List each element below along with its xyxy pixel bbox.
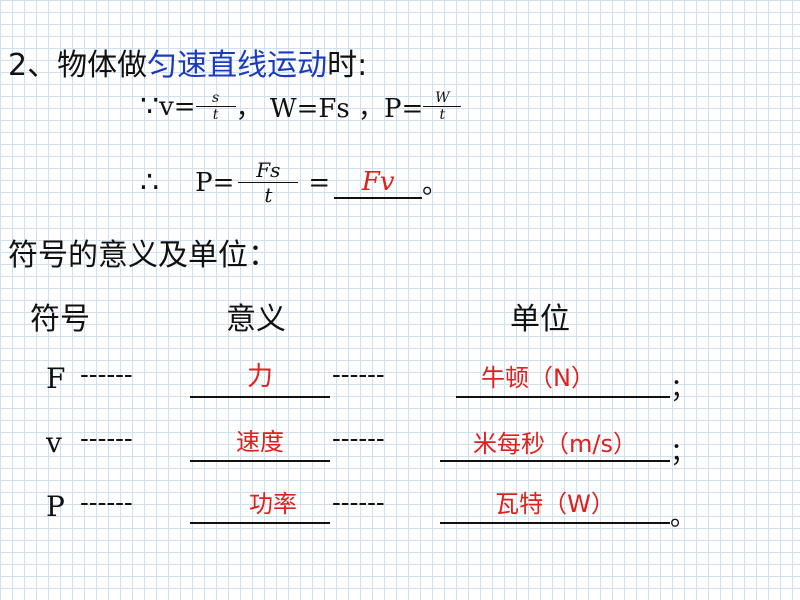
row-dash1-f: ------ [80, 360, 133, 390]
p-denominator: t [439, 107, 446, 123]
meaning-v: 速度 [236, 428, 284, 456]
v-equals: v= [159, 91, 196, 122]
row-end-p: 。 [670, 502, 697, 532]
formula-line-2: ∴ P= Fs t = Fv 。 [140, 158, 448, 207]
meaning-blank-v [190, 434, 330, 462]
therefore-symbol: ∴ [140, 165, 160, 200]
p-fraction: W t [423, 90, 462, 123]
meaning-f: 力 [246, 362, 273, 392]
heading-highlight: 匀速直线运动 [147, 48, 328, 83]
meaning-blank-f [190, 370, 330, 398]
formula-line-1: ∵ v= s t ， W=Fs ，P= W t [140, 88, 462, 125]
row-symbol-f: F [46, 362, 66, 395]
p-numerator: W [435, 90, 450, 106]
row-symbol-p: P [46, 490, 65, 523]
v-fraction: s t [195, 90, 236, 123]
header-unit: 单位 [510, 302, 570, 337]
equals-sign: = [308, 167, 331, 198]
answer-fv: Fv [361, 166, 395, 197]
heading: 2、物体做匀速直线运动时: [8, 40, 367, 84]
unit-blank-f [456, 370, 670, 398]
unit-p: 瓦特（W） [495, 490, 615, 518]
fs-numerator: Fs [256, 158, 281, 182]
fs-over-t-fraction: Fs t [238, 158, 299, 207]
unit-blank-p [440, 496, 670, 524]
t-denominator: t [264, 183, 273, 207]
row-dash1-p: ------ [80, 488, 133, 518]
answer-blank: Fv [334, 166, 423, 199]
meaning-p: 功率 [249, 490, 297, 518]
unit-blank-v [440, 434, 670, 462]
v-numerator: s [211, 90, 220, 106]
row-end-v: ； [670, 438, 697, 468]
row-dash2-p: ------ [332, 488, 385, 518]
line2-period: 。 [422, 170, 449, 200]
w-and-p-equals: ， W=Fs ，P= [235, 94, 424, 124]
heading-suffix: 时: [327, 48, 368, 83]
row-dash1-v: ------ [80, 424, 133, 454]
section-title: 符号的意义及单位： [8, 238, 278, 273]
meaning-blank-p [190, 496, 330, 524]
row-end-f: ； [670, 374, 697, 404]
row-dash2-f: ------ [332, 360, 385, 390]
row-dash2-v: ------ [332, 424, 385, 454]
p-equals: P= [195, 167, 235, 198]
header-symbol: 符号 [30, 302, 90, 337]
header-meaning: 意义 [226, 302, 286, 337]
v-denominator: t [212, 107, 219, 123]
heading-prefix: 2、物体做 [8, 48, 148, 83]
unit-f: 牛顿（N） [481, 364, 595, 392]
row-symbol-v: v [46, 426, 62, 459]
because-symbol: ∵ [140, 89, 160, 124]
unit-v: 米每秒（m/s） [473, 430, 637, 458]
